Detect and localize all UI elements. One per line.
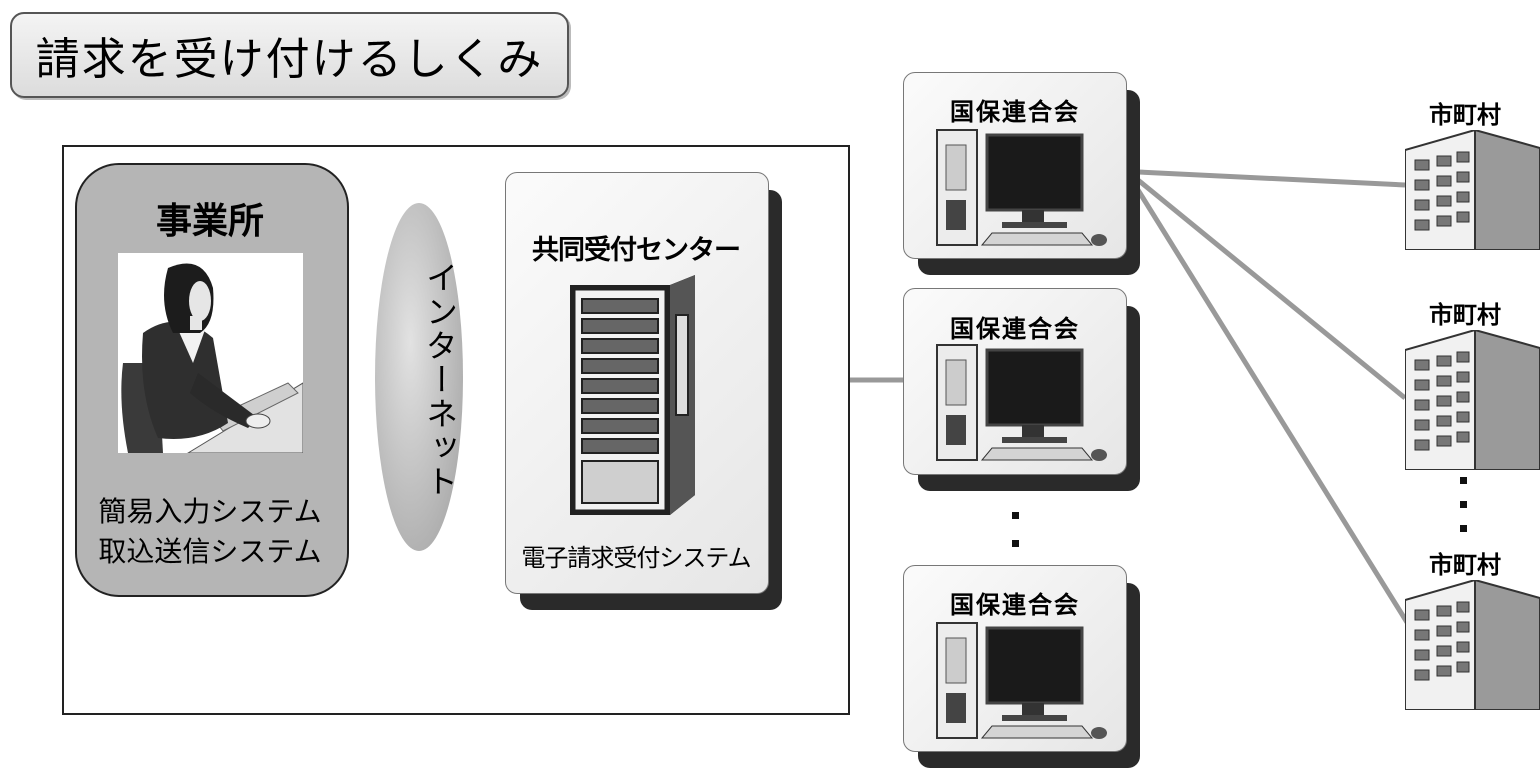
diagram-title: 請求を受け付けるしくみ	[10, 12, 569, 98]
office-systems: 簡易入力システム 取込送信システム	[75, 492, 345, 572]
municipality-ellipsis	[1458, 475, 1470, 541]
line-federation-city-3	[1135, 188, 1421, 642]
building-icon-3	[1404, 578, 1540, 714]
office-system-2: 取込送信システム	[98, 535, 322, 568]
municipality-label-2: 市町村	[1429, 301, 1501, 329]
federation-label-3: 国保連合会	[950, 591, 1080, 619]
municipality-label-3: 市町村	[1429, 551, 1501, 579]
building-icon-2	[1404, 328, 1540, 474]
center-title: 共同受付センター	[532, 235, 741, 266]
office-worker-image	[118, 253, 304, 454]
internet-cloud	[375, 203, 463, 551]
federation-label-1: 国保連合会	[950, 98, 1080, 126]
federation-label-2: 国保連合会	[950, 315, 1080, 343]
line-federation-city-1	[1137, 169, 1406, 188]
center-system: 電子請求受付システム	[521, 544, 751, 572]
server-rack-icon	[560, 275, 700, 529]
office-title: 事業所	[155, 201, 264, 242]
office-system-1: 簡易入力システム	[98, 495, 322, 528]
computer-icon-3	[932, 618, 1112, 752]
federation-ellipsis	[1010, 510, 1022, 554]
building-icon-1	[1404, 128, 1540, 254]
computer-icon-2	[932, 340, 1112, 474]
internet-label: インターネット	[421, 261, 459, 499]
line-federation-city-2	[1136, 178, 1407, 400]
computer-icon-1	[932, 125, 1112, 259]
municipality-label-1: 市町村	[1429, 101, 1501, 129]
